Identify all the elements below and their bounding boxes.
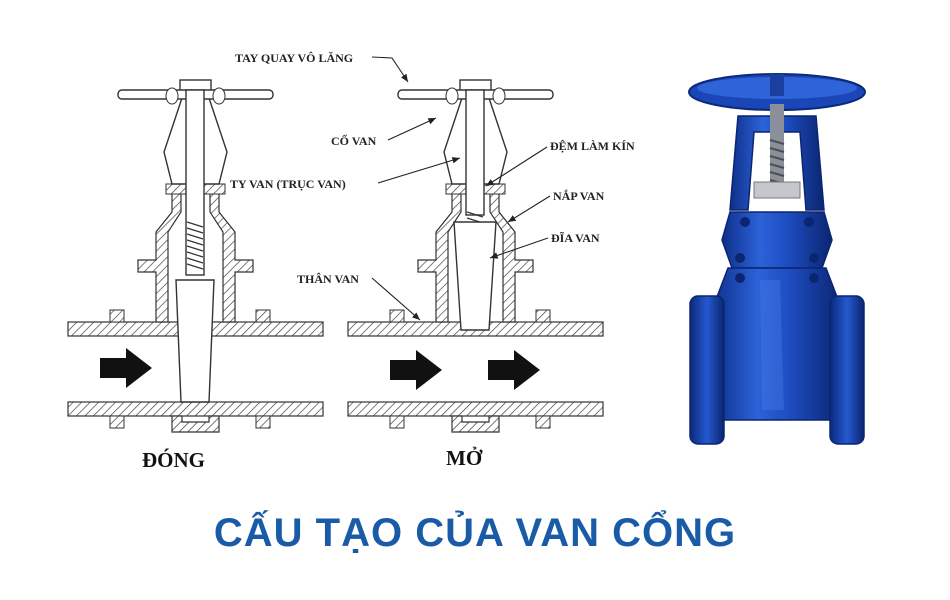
label-bonnet: NẮP VAN (553, 188, 605, 203)
open-valve-drawing (347, 79, 604, 433)
label-disc: ĐĨA VAN (551, 231, 600, 245)
leader-lines (371, 56, 551, 321)
label-stem: TY VAN (TRỤC VAN) (230, 177, 346, 191)
page-title: CẤU TẠO CỦA VAN CỔNG (213, 511, 737, 555)
label-packing: ĐỆM LÀM KÍN (550, 139, 635, 153)
label-body: THÂN VAN (297, 272, 359, 286)
blue-gate-valve-image (688, 73, 866, 445)
label-neck: CỔ VAN (331, 133, 377, 148)
state-closed-label: ĐÓNG (142, 448, 205, 472)
label-handwheel: TAY QUAY VÔ LĂNG (235, 51, 353, 65)
closed-valve-drawing (67, 79, 324, 433)
state-open-label: MỞ (446, 446, 483, 470)
